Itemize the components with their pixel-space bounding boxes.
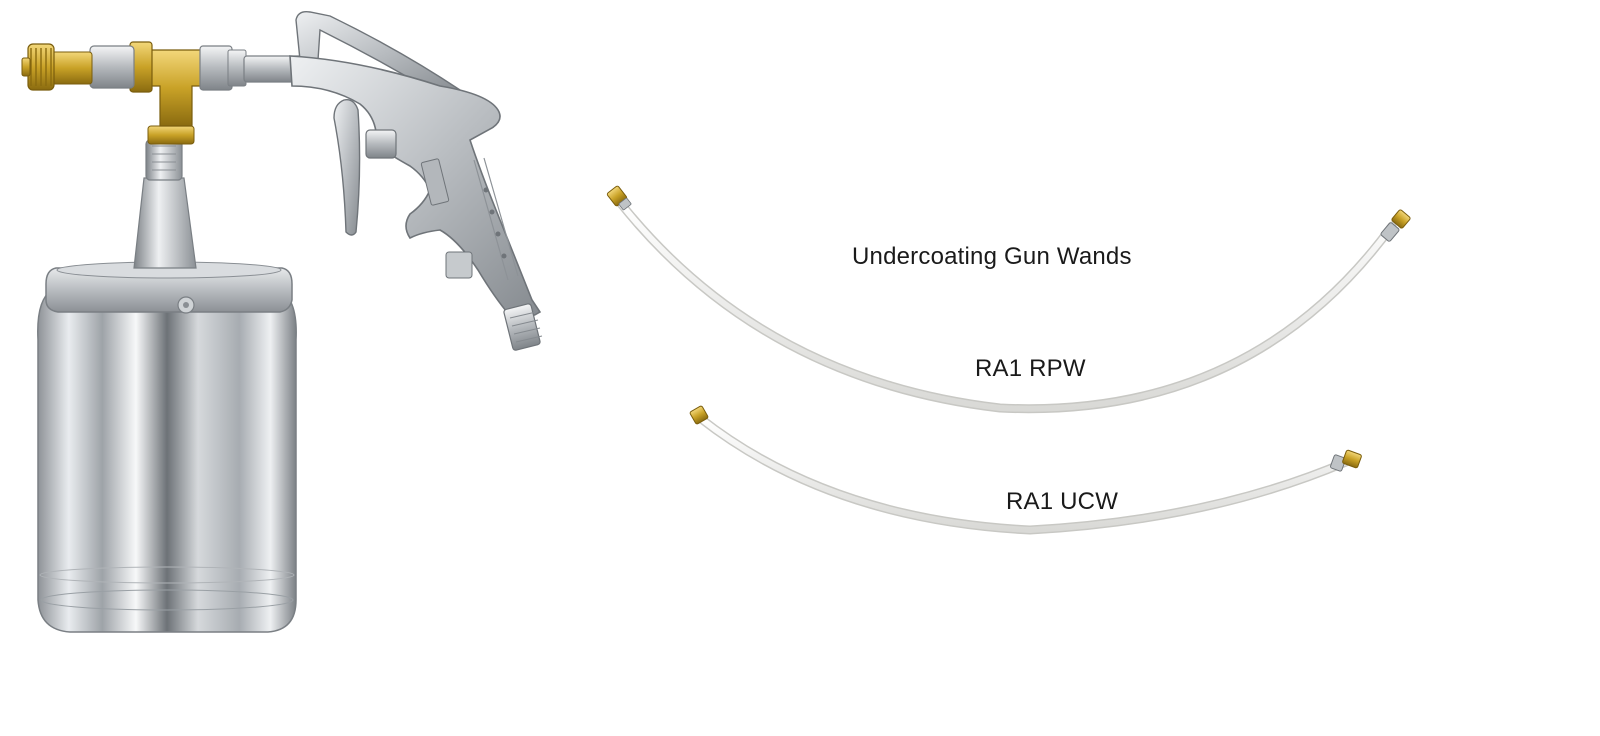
gun-body (289, 10, 543, 351)
feed-tube (133, 125, 197, 269)
t-fitting (129, 41, 247, 127)
wand-rpw-label: RA1 RPW (975, 355, 1086, 382)
wand-rpw (606, 185, 1411, 414)
wand-ucw-left-tip (689, 405, 709, 425)
wand-ucw-right-tip (1330, 449, 1362, 472)
wand-ucw-label: RA1 UCW (1006, 488, 1119, 515)
wand-rpw-left-tip (606, 185, 632, 211)
nozzle-adjuster (21, 43, 135, 91)
paint-canister (37, 261, 297, 633)
title-caption: Undercoating Gun Wands (852, 243, 1132, 270)
wand-rpw-right-tip (1380, 209, 1411, 242)
wand-ucw (689, 405, 1362, 535)
spray-gun (21, 10, 543, 633)
